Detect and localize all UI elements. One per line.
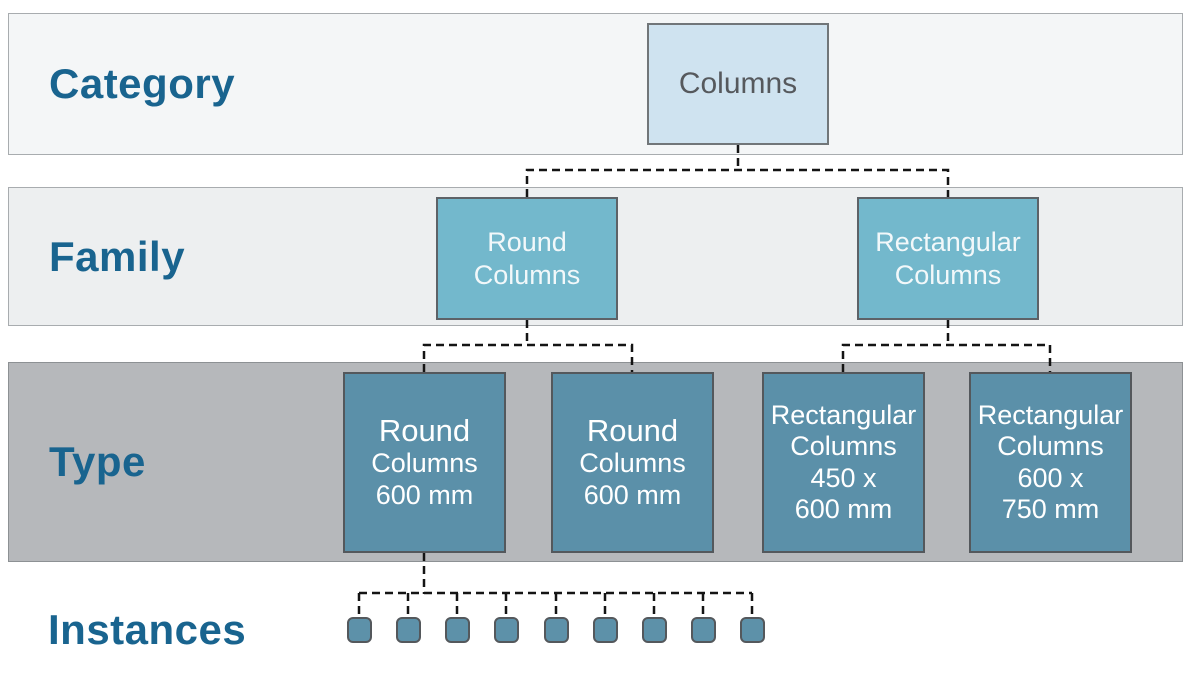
- instance-square: [543, 617, 569, 643]
- type-box-rect-450x600: Rectangular Columns 450 x 600 mm: [762, 372, 925, 553]
- instance-square: [740, 617, 765, 643]
- type-box-line1: Rectangular: [770, 399, 917, 430]
- type-box-rect-600x750: Rectangular Columns 600 x 750 mm: [969, 372, 1132, 553]
- type-box-line1: Round: [378, 413, 471, 449]
- family-box-rectangular-columns: Rectangular Columns: [857, 197, 1039, 320]
- type-box-rest: Columns 600 x 750 mm: [997, 431, 1104, 524]
- category-band: Category: [8, 13, 1183, 155]
- instances-row-label: Instances: [48, 606, 247, 653]
- family-row-label: Family: [49, 232, 186, 280]
- family-box-label: Rectangular Columns: [875, 227, 1021, 290]
- type-box-rest: Columns 600 mm: [371, 448, 478, 510]
- family-box-round-columns: Round Columns: [436, 197, 618, 320]
- instances-row: [347, 617, 765, 643]
- instance-square: [592, 617, 618, 643]
- type-row-label: Type: [49, 438, 146, 485]
- instance-square: [690, 617, 716, 643]
- category-box-label: Columns: [678, 67, 798, 100]
- instance-square: [396, 617, 422, 643]
- type-box-rest: Columns 450 x 600 mm: [790, 431, 897, 524]
- instance-square: [347, 617, 372, 643]
- instance-square: [641, 617, 667, 643]
- family-box-label: Round Columns: [473, 227, 581, 290]
- type-box-line1: Round: [586, 413, 679, 449]
- type-box-rest: Columns 600 mm: [579, 448, 686, 510]
- type-box-round-600-b: Round Columns 600 mm: [551, 372, 714, 553]
- type-box-round-600-a: Round Columns 600 mm: [343, 372, 506, 553]
- category-row-label: Category: [49, 60, 236, 107]
- instance-square: [445, 617, 471, 643]
- type-box-line1: Rectangular: [977, 399, 1124, 430]
- category-box-columns: Columns: [647, 23, 829, 145]
- instance-square: [494, 617, 520, 643]
- connector-instances-comb: [357, 591, 754, 618]
